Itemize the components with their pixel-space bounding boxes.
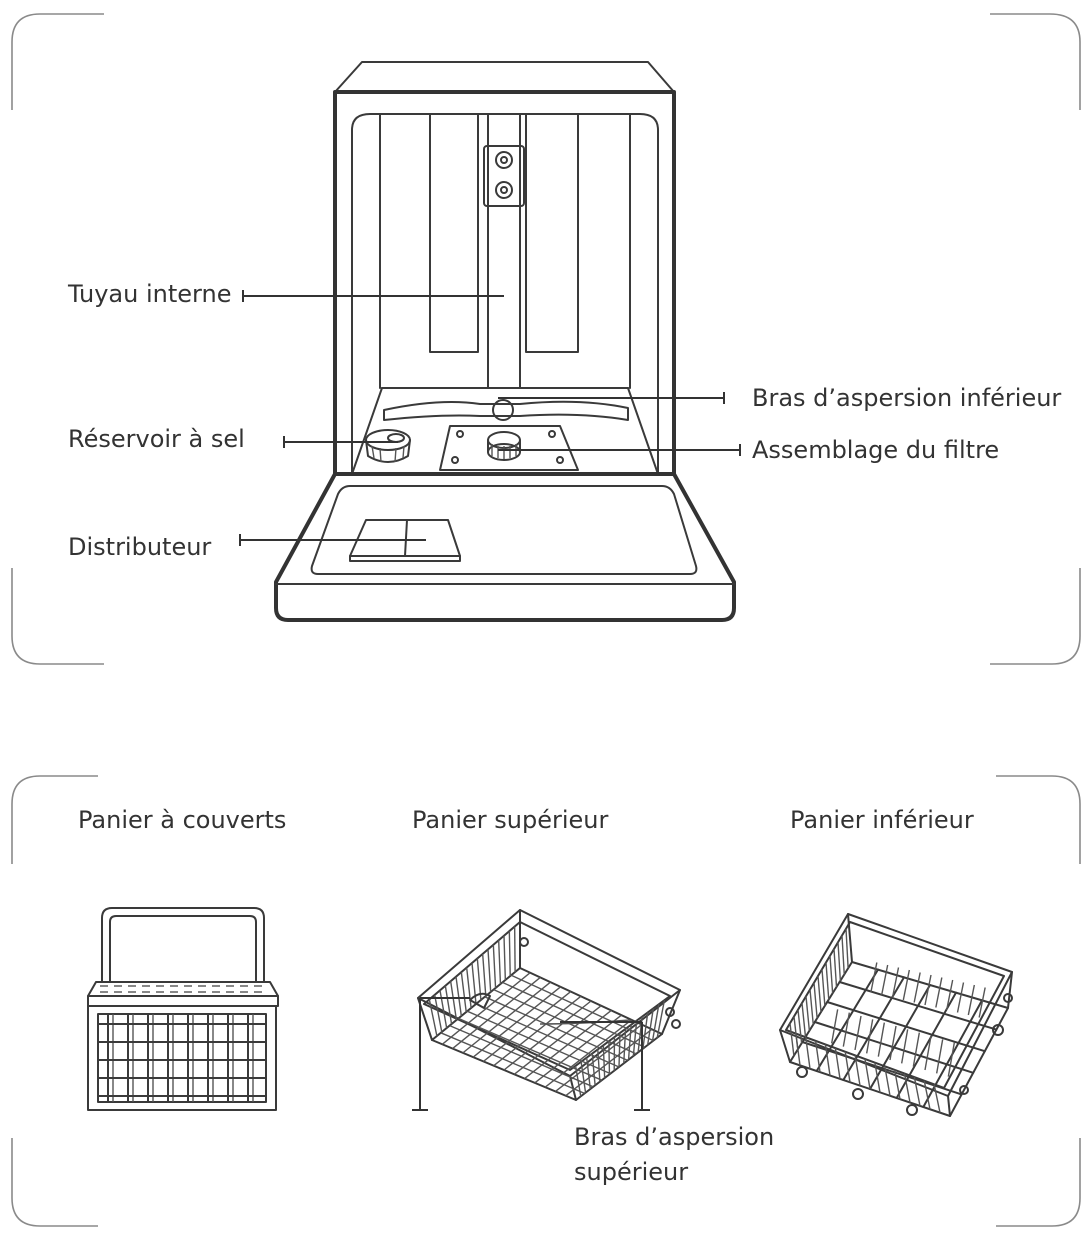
wire [818, 976, 821, 1012]
wire [855, 1016, 861, 1050]
wire [934, 1084, 940, 1112]
wire [509, 931, 510, 976]
wire [890, 1026, 896, 1060]
wire [483, 954, 486, 996]
wire [806, 996, 809, 1031]
wire [511, 975, 653, 1040]
cutlery-basket [88, 908, 278, 1110]
wire [435, 995, 442, 1032]
wire [914, 973, 920, 1003]
lower-spray-arm [384, 400, 628, 420]
wire [790, 1023, 794, 1056]
wire [456, 977, 461, 1016]
wire [445, 986, 451, 1024]
top-panel-frame [12, 14, 1080, 664]
label-lower-spray-arm: Bras d’aspersion inférieur [752, 384, 1061, 412]
wire [842, 936, 844, 975]
wire [903, 970, 909, 1000]
wire [493, 945, 495, 988]
wire [609, 1041, 610, 1074]
label-dispenser: Distributeur [68, 533, 211, 561]
label-cutlery-basket: Panier à couverts [78, 806, 286, 834]
salt-container [366, 430, 410, 462]
wire [937, 1039, 943, 1073]
wire [822, 969, 825, 1006]
label-upper-spray-arm-line2: supérieur [574, 1158, 688, 1186]
wire [461, 972, 466, 1012]
internal-pipe [484, 114, 524, 388]
wire [802, 1003, 806, 1037]
wire [830, 956, 833, 994]
wire [499, 940, 501, 984]
label-upper-spray-arm-line1: Bras d’aspersion [574, 1123, 774, 1151]
wire [925, 975, 931, 1005]
wire [814, 983, 817, 1019]
wire [826, 963, 829, 1000]
wire [843, 1013, 849, 1047]
wire [834, 949, 837, 987]
filter-assembly [440, 426, 578, 470]
wire [882, 965, 888, 995]
label-internal-pipe: Tuyau interne [67, 280, 231, 308]
wire [968, 985, 974, 1015]
wire [867, 1019, 873, 1053]
label-filter-assembly: Assemblage du filtre [752, 436, 999, 464]
label-upper-basket: Panier supérieur [412, 806, 608, 834]
upper-basket [418, 910, 680, 1100]
wire [488, 949, 491, 992]
wire [846, 929, 848, 969]
label-lower-basket: Panier inférieur [790, 806, 974, 834]
wire [504, 936, 505, 980]
wire [810, 990, 813, 1025]
wire [827, 1002, 985, 1051]
lower-basket [780, 914, 1012, 1116]
wire [467, 968, 471, 1008]
wire [878, 1023, 884, 1057]
label-salt-container: Réservoir à sel [68, 425, 245, 453]
wire [936, 978, 942, 1008]
wire [958, 983, 964, 1013]
dishwasher-illustration [276, 62, 734, 620]
wire [619, 1033, 620, 1067]
wire [838, 942, 840, 981]
